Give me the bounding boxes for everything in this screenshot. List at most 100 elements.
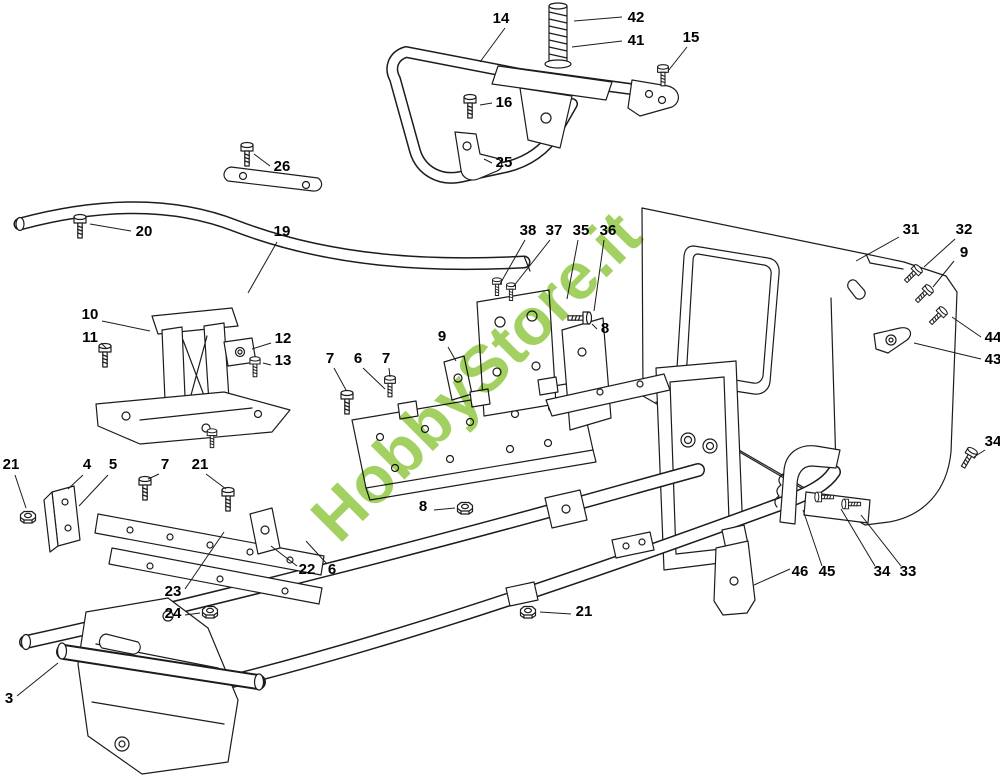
bolt-21-b <box>221 486 235 512</box>
bolt-26 <box>240 141 254 167</box>
part-label-16-4: 16 <box>496 94 513 111</box>
rear-support-brackets <box>713 445 871 616</box>
leader-line-33-42 <box>860 514 902 567</box>
leader-line-11-19 <box>100 342 108 350</box>
part-label-14-0: 14 <box>493 10 510 27</box>
nut-21-a <box>19 510 37 524</box>
part-label-7-26: 7 <box>382 350 390 367</box>
part-label-34-41: 34 <box>874 563 891 580</box>
part-label-8-33: 8 <box>419 498 427 515</box>
leader-line-12-20 <box>251 342 272 350</box>
leader-line-5-30 <box>78 474 109 507</box>
part-label-38-9: 38 <box>520 222 537 239</box>
part-label-15-3: 15 <box>683 29 700 46</box>
leader-line-7-24 <box>333 367 347 391</box>
leader-line-9-15 <box>932 260 955 288</box>
part-label-35-11: 35 <box>573 222 590 239</box>
leader-line-21-28 <box>14 474 27 509</box>
part-label-20-7: 20 <box>136 223 153 240</box>
rear-support-bar <box>13 166 531 272</box>
leader-line-45-40 <box>802 509 823 567</box>
bolt-34-right <box>957 445 979 471</box>
leader-line-41-2 <box>571 40 623 48</box>
support-column <box>95 307 291 445</box>
part-label-7-31: 7 <box>161 456 169 473</box>
bolt-20 <box>73 213 87 239</box>
leader-line-34-41 <box>840 508 876 567</box>
leader-line-38-9 <box>499 239 526 285</box>
part-label-5-30: 5 <box>109 456 117 473</box>
leader-line-8-33 <box>433 507 456 511</box>
bolt-7-a <box>340 389 354 415</box>
part-label-19-8: 19 <box>274 223 291 240</box>
part-label-37-10: 37 <box>546 222 563 239</box>
front-axle-support <box>56 597 266 775</box>
bolt-16 <box>463 93 477 119</box>
part-label-45-40: 45 <box>819 563 836 580</box>
dashboard-panel <box>641 207 958 526</box>
leader-line-37-10 <box>512 239 551 288</box>
part-label-34-27: 34 <box>985 433 1000 450</box>
bolt-7-c <box>138 475 152 501</box>
leader-line-8-23 <box>591 323 598 330</box>
leader-line-21-38 <box>539 611 572 615</box>
part-label-21-32: 21 <box>192 456 209 473</box>
nut-24 <box>201 605 219 619</box>
part-label-7-24: 7 <box>326 350 334 367</box>
bolt-13 <box>249 356 261 378</box>
leader-line-7-26 <box>388 367 391 378</box>
leader-line-25-5 <box>483 158 493 164</box>
leader-line-21-32 <box>205 473 227 490</box>
part-label-12-20: 12 <box>275 330 292 347</box>
leader-line-3-43 <box>16 662 59 697</box>
leader-line-24-37 <box>184 612 201 616</box>
leader-line-26-6 <box>253 153 271 167</box>
part-label-8-23: 8 <box>601 320 609 337</box>
leader-line-7-31 <box>147 473 160 480</box>
leader-line-44-16 <box>951 316 982 338</box>
leader-line-16-4 <box>479 102 493 106</box>
leader-line-22-34 <box>270 545 298 567</box>
part-label-25-5: 25 <box>496 154 513 171</box>
leader-line-34-27 <box>973 449 986 458</box>
part-label-21-28: 21 <box>3 456 20 473</box>
part-label-46-39: 46 <box>792 563 809 580</box>
part-label-36-12: 36 <box>600 222 617 239</box>
part-label-3-43: 3 <box>5 690 13 707</box>
leader-line-43-17 <box>913 342 982 360</box>
leader-line-15-3 <box>667 46 688 72</box>
part-label-31-13: 31 <box>903 221 920 238</box>
leader-line-10-18 <box>101 320 151 332</box>
part-label-11-19: 11 <box>82 329 98 346</box>
part-label-33-42: 33 <box>900 563 917 580</box>
frame-line-art <box>13 2 979 775</box>
leader-line-13-21 <box>262 362 272 366</box>
part-label-42-1: 42 <box>628 9 645 26</box>
adjuster-stud <box>544 2 572 69</box>
leader-line-19-8 <box>247 241 278 294</box>
leader-line-6-25 <box>362 367 386 390</box>
part-label-23-36: 23 <box>165 583 182 600</box>
leader-line-35-11 <box>566 239 579 300</box>
leader-line-32-14 <box>923 238 956 268</box>
part-label-43-17: 43 <box>985 351 1000 368</box>
bolt-15 <box>657 64 669 87</box>
part-label-10-18: 10 <box>82 306 99 323</box>
bolt-38 <box>492 277 502 296</box>
leader-line-20-7 <box>89 223 132 232</box>
leader-line-9-22 <box>447 346 457 362</box>
center-bracket-plates <box>443 289 671 431</box>
part-label-6-25: 6 <box>354 350 362 367</box>
front-subframe <box>386 46 679 184</box>
part-label-26-6: 26 <box>274 158 291 175</box>
leader-line-23-36 <box>184 531 225 590</box>
leader-line-46-39 <box>753 568 791 586</box>
part-label-13-21: 13 <box>275 352 292 369</box>
part-label-6-35: 6 <box>328 561 336 578</box>
leader-line-6-35 <box>305 540 328 565</box>
leader-line-42-1 <box>573 16 623 22</box>
part-label-21-38: 21 <box>576 603 593 620</box>
